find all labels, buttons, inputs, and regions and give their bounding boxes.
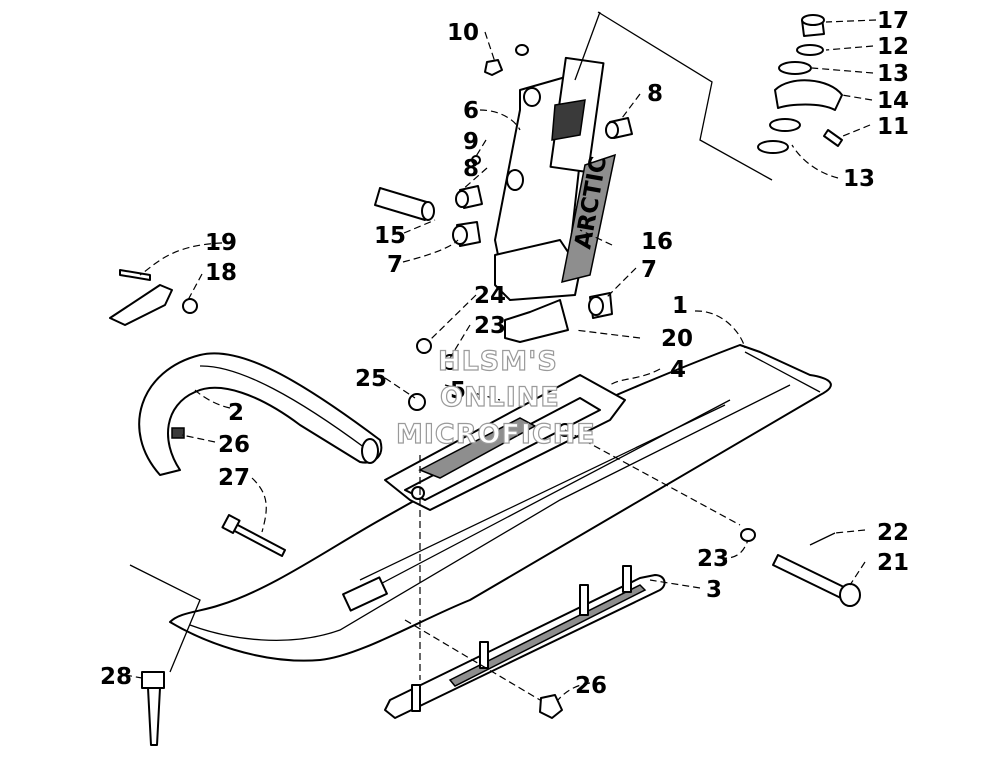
ski <box>169 344 832 662</box>
callout-23-lower: 23 <box>697 546 729 572</box>
callout-15: 15 <box>374 223 406 249</box>
callout-2: 2 <box>228 400 244 426</box>
callout-23-upper: 23 <box>474 313 506 339</box>
callout-22: 22 <box>877 520 909 546</box>
callout-25: 25 <box>355 366 387 392</box>
watermark-line2: ONLINE <box>440 382 560 413</box>
callout-27: 27 <box>218 465 250 491</box>
wear-bar <box>384 565 666 719</box>
ski-loop-handle <box>138 352 383 476</box>
watermark-line3: MICROFICHE <box>396 419 596 450</box>
callout-8-upper: 8 <box>647 81 663 107</box>
leader-lines <box>124 11 877 701</box>
callout-3: 3 <box>706 577 722 603</box>
callout-17: 17 <box>877 8 909 34</box>
callout-10: 10 <box>447 20 479 46</box>
callout-19: 19 <box>205 230 237 256</box>
callout-labels: 1 2 3 4 5 6 7 7 8 8 9 10 11 12 13 13 14 … <box>100 8 909 699</box>
callout-20: 20 <box>661 326 693 352</box>
callout-1: 1 <box>672 293 688 319</box>
ski-saddle <box>384 374 626 511</box>
callout-8-lower: 8 <box>463 156 479 182</box>
callout-21: 21 <box>877 550 909 576</box>
callout-13-lower: 13 <box>843 166 875 192</box>
callout-6: 6 <box>463 98 479 124</box>
callout-11: 11 <box>877 114 909 140</box>
watermark-line1: HLSM'S <box>438 346 558 377</box>
callout-28: 28 <box>100 664 132 690</box>
callout-5: 5 <box>450 378 466 404</box>
callout-26-lower: 26 <box>575 673 607 699</box>
callout-7-right: 7 <box>641 257 657 283</box>
callout-18: 18 <box>205 260 237 286</box>
callout-26-upper: 26 <box>218 432 250 458</box>
callout-16: 16 <box>641 229 673 255</box>
watermark: HLSM'S ONLINE MICROFICHE <box>395 345 596 450</box>
callout-12: 12 <box>877 34 909 60</box>
hardware <box>109 14 861 746</box>
callout-7-left: 7 <box>387 252 403 278</box>
callout-24: 24 <box>474 283 506 309</box>
callout-13-upper: 13 <box>877 61 909 87</box>
spindle <box>494 56 605 301</box>
callout-4: 4 <box>670 357 686 383</box>
callout-14: 14 <box>877 88 909 114</box>
callout-9: 9 <box>463 129 479 155</box>
